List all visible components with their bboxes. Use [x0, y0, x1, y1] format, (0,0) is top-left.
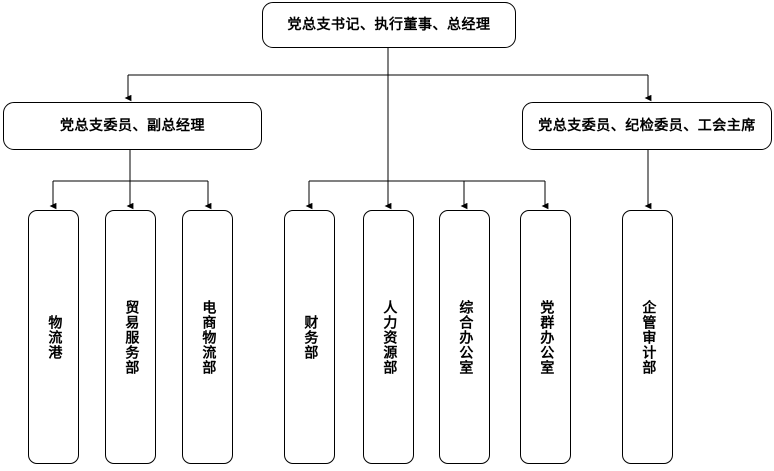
node-dept-logistics-port-label: 物流港: [46, 314, 63, 360]
node-dept-logistics-port[interactable]: 物流港: [28, 210, 79, 464]
node-dept-trade-service-label: 贸易服务部: [123, 299, 140, 375]
node-dept-trade-service[interactable]: 贸易服务部: [105, 210, 156, 464]
node-deputy-gm[interactable]: 党总支委员、副总经理: [3, 102, 262, 150]
node-deputy-gm-label: 党总支委员、副总经理: [60, 117, 205, 134]
node-discipline-union-label: 党总支委员、纪检委员、工会主席: [538, 117, 756, 134]
node-root[interactable]: 党总支书记、执行董事、总经理: [262, 2, 516, 48]
node-dept-human-resources[interactable]: 人力资源部: [363, 210, 414, 464]
node-dept-human-resources-label: 人力资源部: [381, 299, 398, 375]
node-dept-ecommerce-logistics-label: 电商物流部: [200, 299, 217, 375]
node-dept-enterprise-audit[interactable]: 企管审计部: [622, 210, 673, 464]
node-root-label: 党总支书记、执行董事、总经理: [287, 16, 491, 33]
node-dept-party-mass-office-label: 党群办公室: [538, 299, 555, 375]
node-dept-finance-label: 财务部: [302, 314, 319, 360]
node-dept-general-office-label: 综合办公室: [457, 299, 474, 375]
node-dept-party-mass-office[interactable]: 党群办公室: [520, 210, 571, 464]
node-dept-enterprise-audit-label: 企管审计部: [640, 299, 657, 375]
node-dept-ecommerce-logistics[interactable]: 电商物流部: [182, 210, 233, 464]
node-dept-general-office[interactable]: 综合办公室: [439, 210, 490, 464]
node-dept-finance[interactable]: 财务部: [284, 210, 335, 464]
node-discipline-union[interactable]: 党总支委员、纪检委员、工会主席: [522, 102, 772, 150]
